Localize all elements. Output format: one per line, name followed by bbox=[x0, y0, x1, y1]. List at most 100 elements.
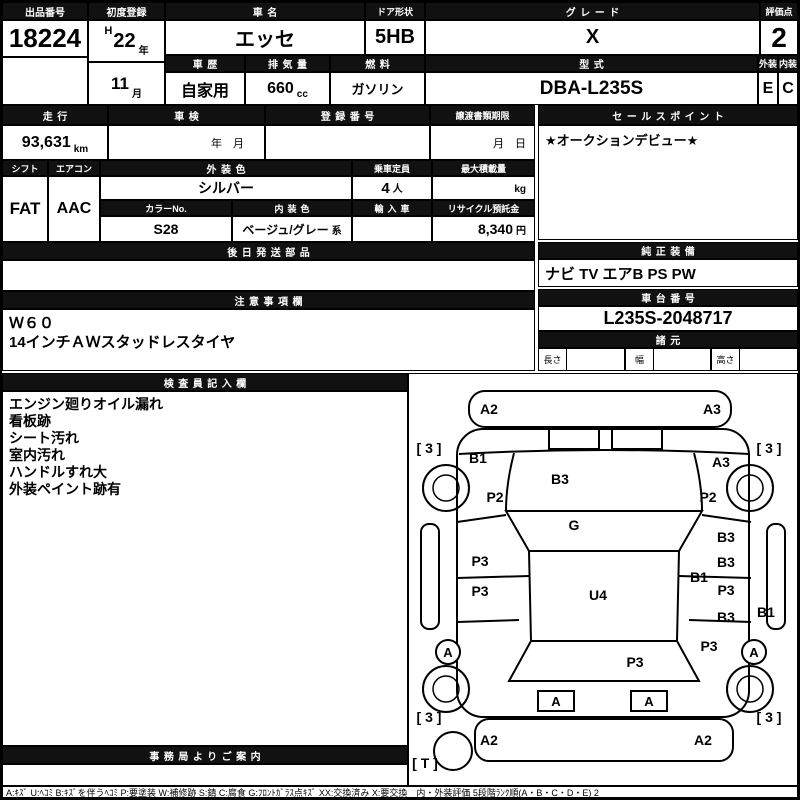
auction-no-empty-cell bbox=[2, 57, 88, 105]
interior-color-value: ベージュ/グレー 系 bbox=[232, 216, 352, 242]
dimension-width-cell: 幅 bbox=[625, 348, 711, 371]
registration-no-header: 登録番号 bbox=[265, 105, 430, 125]
damage-mark: P2 bbox=[486, 489, 504, 505]
damage-mark: B3 bbox=[717, 554, 735, 570]
exterior-score-value: E bbox=[758, 72, 778, 105]
damage-mark: A bbox=[537, 690, 575, 712]
shaken-header: 車検 bbox=[108, 105, 265, 125]
sales-point-header: セールスポイント bbox=[538, 105, 798, 125]
equipment-header: 純正装備 bbox=[538, 242, 798, 259]
fuel-header: 燃料 bbox=[330, 55, 425, 72]
color-no-value: S28 bbox=[100, 216, 232, 242]
damage-mark: G bbox=[568, 517, 580, 533]
recycle-deposit-number: 8,340 bbox=[477, 221, 513, 237]
mileage-number: 93,631 bbox=[21, 133, 71, 151]
interior-color-header: 内装色 bbox=[232, 200, 352, 216]
chassis-no-header: 車台番号 bbox=[538, 289, 798, 306]
displacement-unit: cc bbox=[296, 89, 308, 100]
car-name-value: エッセ bbox=[165, 20, 365, 55]
reg-month-unit: 月 bbox=[131, 89, 142, 100]
era-letter: H bbox=[104, 25, 113, 37]
import-car-header: 輸入車 bbox=[352, 200, 432, 216]
interior-score-header: 内装 bbox=[778, 55, 798, 72]
inspector-line: ハンドルすれ大 bbox=[9, 464, 107, 480]
notes-body: Ｗ６０ 14インチＡＷスタッドレスタイヤ bbox=[2, 309, 535, 371]
model-code-header: 型式 bbox=[425, 55, 758, 72]
damage-mark: B1 bbox=[690, 569, 708, 585]
dimensions-header: 諸元 bbox=[538, 331, 798, 348]
first-registration-month: 11 月 bbox=[88, 62, 165, 105]
shaken-value: 年 月 bbox=[108, 125, 265, 160]
reg-month-value: 11 bbox=[111, 73, 129, 93]
car-name-header: 車名 bbox=[165, 2, 365, 20]
inspector-line: エンジン廻りオイル漏れ bbox=[9, 396, 163, 412]
damage-mark: B1 bbox=[757, 604, 775, 620]
later-parts-header: 後日発送部品 bbox=[2, 242, 535, 260]
import-car-value bbox=[352, 216, 432, 242]
damage-mark: P3 bbox=[471, 553, 489, 569]
notes-line: 14インチＡＷスタッドレスタイヤ bbox=[9, 334, 236, 351]
aircon-header: エアコン bbox=[48, 160, 100, 176]
displacement-value: 660 cc bbox=[245, 72, 330, 105]
damage-mark: A bbox=[741, 639, 767, 665]
auction-no-header: 出品番号 bbox=[2, 2, 88, 20]
shift-value: FAT bbox=[2, 176, 48, 242]
dimension-height-cell: 高さ bbox=[711, 348, 798, 371]
office-info-empty bbox=[2, 764, 408, 786]
score-header: 評価点 bbox=[760, 2, 798, 20]
fuel-value: ガソリン bbox=[330, 72, 425, 105]
chassis-no-value: L235S-2048717 bbox=[538, 306, 798, 331]
capacity-number: 4 bbox=[381, 179, 390, 197]
recycle-deposit-value: 8,340 円 bbox=[432, 216, 535, 242]
displacement-header: 排気量 bbox=[245, 55, 330, 72]
sales-point-value: ★オークションデビュー★ bbox=[538, 125, 798, 240]
color-no-header: カラーNo. bbox=[100, 200, 232, 216]
interior-score-value: C bbox=[778, 72, 798, 105]
damage-mark: P3 bbox=[626, 654, 644, 670]
inspector-line: 室内汚れ bbox=[9, 447, 65, 463]
reg-year-unit: 年 bbox=[138, 46, 149, 57]
score-value: 2 bbox=[760, 20, 798, 55]
recycle-deposit-header: リサイクル預託金 bbox=[432, 200, 535, 216]
shift-header: シフト bbox=[2, 160, 48, 176]
damage-mark: [ 3 ] bbox=[756, 709, 782, 725]
history-value: 自家用 bbox=[165, 72, 245, 105]
reg-year-value: 22 bbox=[113, 29, 136, 52]
damage-mark: [ 3 ] bbox=[416, 440, 442, 456]
max-load-value: kg bbox=[432, 176, 535, 200]
damage-mark: P3 bbox=[717, 582, 735, 598]
notes-line: Ｗ６０ bbox=[9, 315, 55, 332]
mileage-unit: km bbox=[73, 144, 89, 155]
first-registration-header: 初度登録 bbox=[88, 2, 165, 20]
damage-mark: [ 3 ] bbox=[756, 440, 782, 456]
capacity-unit: 人 bbox=[392, 184, 403, 195]
damage-mark: P3 bbox=[700, 638, 718, 654]
exterior-color-value: シルバー bbox=[100, 176, 352, 200]
capacity-header: 乗車定員 bbox=[352, 160, 432, 176]
recycle-deposit-unit: 円 bbox=[516, 226, 526, 237]
inspector-body: エンジン廻りオイル漏れ 看板跡 シート汚れ 室内汚れ ハンドルすれ大 外装ペイン… bbox=[2, 391, 408, 746]
inspector-line: 外装ペイント跡有 bbox=[9, 481, 121, 497]
damage-mark: B3 bbox=[717, 609, 735, 625]
damage-mark: A2 bbox=[480, 732, 498, 748]
grade-value: X bbox=[425, 20, 760, 55]
width-label: 幅 bbox=[626, 349, 654, 370]
mileage-header: 走行 bbox=[2, 105, 108, 125]
dimension-length-cell: 長さ bbox=[538, 348, 625, 371]
damage-mark: [ 3 ] bbox=[416, 709, 442, 725]
damage-mark: B3 bbox=[551, 471, 569, 487]
damage-mark: A2 bbox=[694, 732, 712, 748]
max-load-header: 最大積載量 bbox=[432, 160, 535, 176]
first-registration-year: H 22 年 bbox=[88, 20, 165, 62]
displacement-number: 660 bbox=[267, 79, 294, 97]
damage-mark: A2 bbox=[480, 401, 498, 417]
door-shape-value: 5HB bbox=[365, 20, 425, 55]
door-shape-header: ドア形状 bbox=[365, 2, 425, 20]
interior-color-text: ベージュ/グレー bbox=[242, 222, 329, 237]
car-outline bbox=[420, 390, 786, 771]
height-label: 高さ bbox=[712, 349, 740, 370]
damage-mark: P2 bbox=[699, 489, 717, 505]
